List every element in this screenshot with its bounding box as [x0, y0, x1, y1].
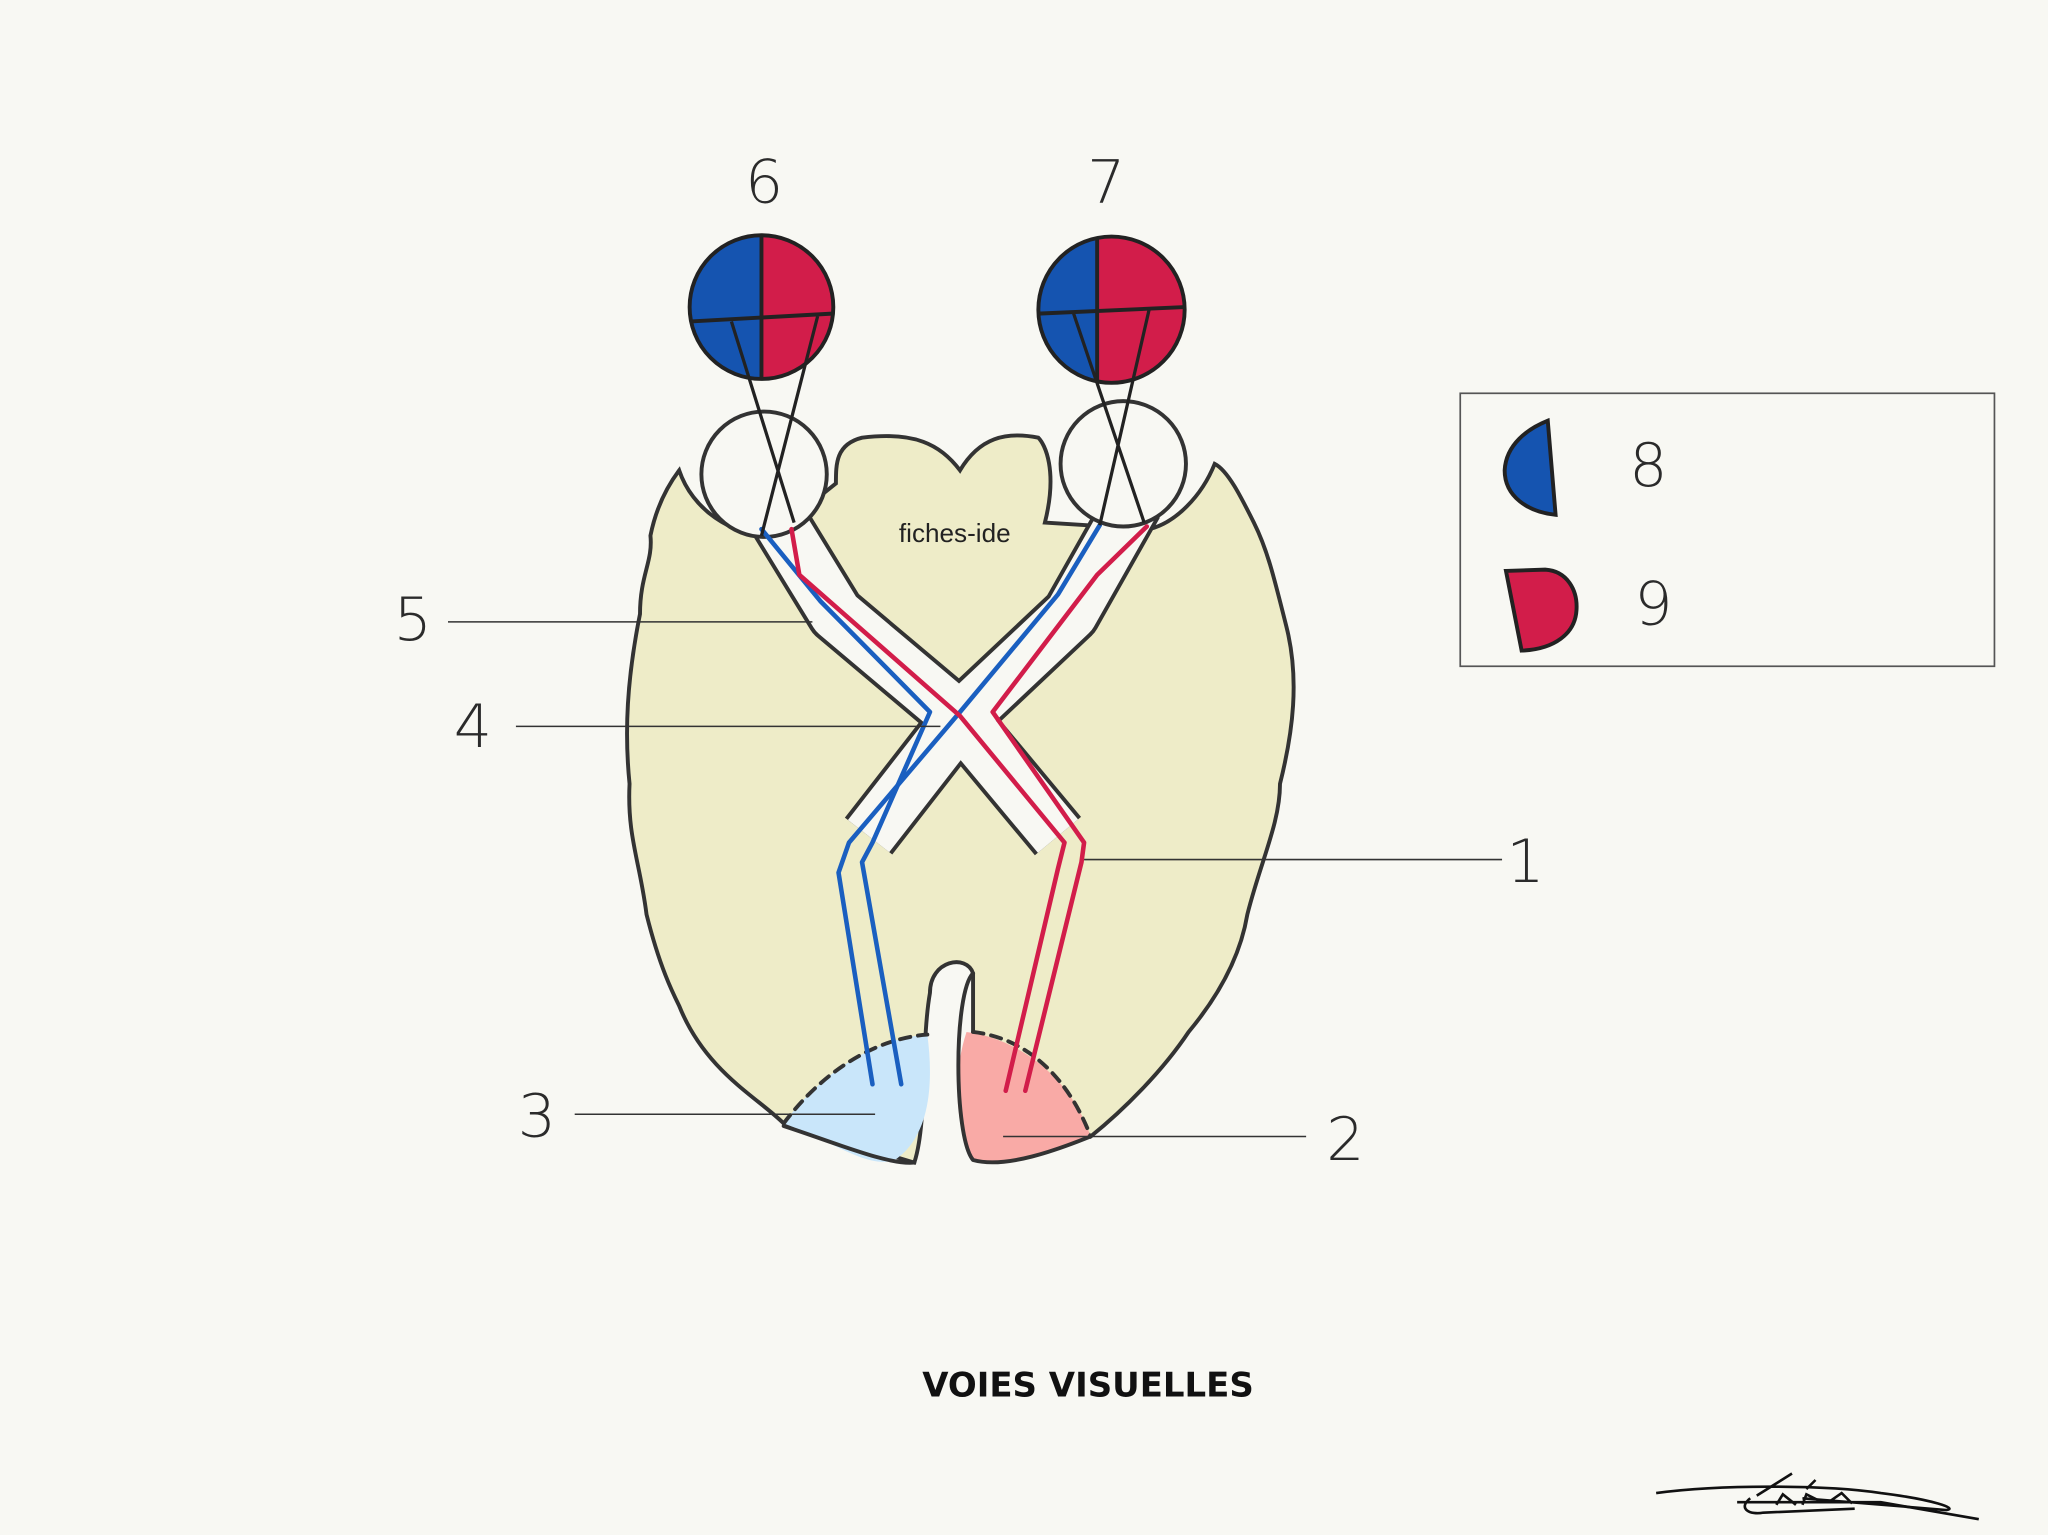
watermark: fiches-ide: [899, 518, 1011, 548]
label-2: 2: [1326, 1105, 1364, 1175]
label-4: 4: [454, 692, 492, 762]
signature: [1655, 1472, 1979, 1521]
left-lens: [699, 409, 829, 539]
legend-label-9: 9: [1634, 569, 1672, 639]
label-7: 7: [1087, 148, 1125, 218]
blue-fiber-left: [759, 526, 933, 1087]
legend-label-8: 8: [1629, 431, 1667, 501]
brain-outline: [625, 433, 1296, 1166]
left-visual-cortex: [783, 1034, 930, 1162]
label-1: 1: [1506, 827, 1544, 897]
right-visual-cortex: [957, 1031, 1091, 1163]
diagram-title: VOIES VISUELLES: [922, 1365, 1254, 1405]
legend-red-shape: [1503, 567, 1579, 653]
blue-fiber-right: [836, 522, 1103, 1087]
red-fiber-left: [789, 526, 1067, 1094]
legend-blue-shape: [1502, 417, 1558, 517]
label-6: 6: [745, 148, 783, 218]
red-fiber-right: [990, 524, 1150, 1094]
legend: 8 9: [1459, 392, 1996, 668]
label-3: 3: [518, 1081, 556, 1151]
label-5: 5: [394, 585, 432, 655]
